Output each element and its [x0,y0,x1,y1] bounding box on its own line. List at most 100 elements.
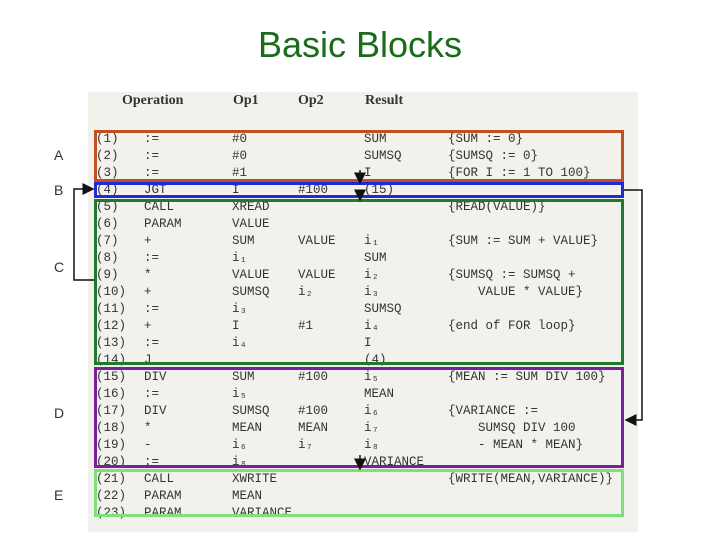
row-op1: #1 [232,166,248,180]
row-op2: i₂ [298,285,314,299]
row-number: (15) [96,370,127,384]
row-operation: + [144,234,152,248]
row-operation: PARAM [144,217,182,231]
row-number: (3) [96,166,119,180]
row-op1: i₄ [232,336,248,350]
row-number: (12) [96,319,127,333]
row-number: (6) [96,217,119,231]
row-operation: CALL [144,472,175,486]
row-op1: i₆ [232,438,248,452]
row-result: I [364,166,372,180]
row-result: i₆ [364,404,380,418]
row-number: (19) [96,438,127,452]
row-number: (8) [96,251,119,265]
row-op1: #0 [232,149,248,163]
row-comment: {READ(VALUE)} [448,200,546,214]
row-number: (5) [96,200,119,214]
row-comment: {WRITE(MEAN,VARIANCE)} [448,472,614,486]
row-result: SUM [364,132,387,146]
header-op2: Op2 [298,93,324,108]
header-result: Result [365,93,404,108]
block-label-d: D [54,405,65,421]
row-operation: PARAM [144,489,182,503]
row-result: i₁ [364,234,380,248]
block-label-a: A [54,147,64,163]
row-operation: := [144,387,160,401]
row-result: MEAN [364,387,395,401]
row-operation: DIV [144,370,167,384]
row-operation: J [144,353,152,367]
row-op1: MEAN [232,489,263,503]
row-number: (10) [96,285,127,299]
row-result: i₈ [364,438,380,452]
row-op1: XWRITE [232,472,278,486]
row-comment: {end of FOR loop} [448,319,576,333]
row-operation: + [144,285,152,299]
row-operation: * [144,268,152,282]
row-op2: #100 [298,183,329,197]
row-result: (15) [364,183,395,197]
arrow-b-to-d-jump [624,189,643,426]
row-number: (7) [96,234,119,248]
row-number: (18) [96,421,127,435]
block-label-e: E [54,487,64,503]
row-comment: {VARIANCE := [448,404,539,418]
row-operation: + [144,319,152,333]
row-number: (22) [96,489,127,503]
row-op1: SUM [232,370,255,384]
row-comment: SUMSQ DIV 100 [448,421,576,435]
block-e-box [94,469,624,517]
row-comment: {SUM := SUM + VALUE} [448,234,599,248]
row-result: i₅ [364,370,380,384]
row-comment: {FOR I := 1 TO 100} [448,166,591,180]
row-number: (13) [96,336,127,350]
row-op1: i₃ [232,302,248,316]
block-label-b: B [54,182,64,198]
row-result: SUMSQ [364,302,402,316]
row-operation: := [144,336,160,350]
row-operation: := [144,132,160,146]
row-comment: {SUMSQ := SUMSQ + [448,268,576,282]
row-op2: #1 [298,319,314,333]
row-result: i₇ [364,421,380,435]
row-comment: {SUMSQ := 0} [448,149,539,163]
row-op2: VALUE [298,268,336,282]
row-op1: MEAN [232,421,263,435]
header-operation: Operation [122,93,184,108]
row-operation: := [144,251,160,265]
row-result: i₄ [364,319,380,333]
row-number: (4) [96,183,119,197]
row-number: (2) [96,149,119,163]
row-operation: JGT [144,183,167,197]
row-op2: #100 [298,404,329,418]
row-op1: #0 [232,132,248,146]
block-label-c: C [54,259,65,275]
row-number: (1) [96,132,119,146]
row-op1: XREAD [232,200,270,214]
row-op1: I [232,319,240,333]
row-op1: I [232,183,240,197]
row-comment: - MEAN * MEAN} [448,438,584,452]
row-op1: VALUE [232,268,270,282]
row-operation: * [144,421,152,435]
row-result: SUM [364,251,387,265]
row-operation: := [144,302,160,316]
page-title: Basic Blocks [257,24,463,65]
row-number: (16) [96,387,127,401]
row-operation: := [144,149,160,163]
row-result: SUMSQ [364,149,402,163]
row-op2: VALUE [298,234,336,248]
row-result: I [364,336,372,350]
row-operation: - [144,438,152,452]
row-op1: SUMSQ [232,285,270,299]
row-comment: {MEAN := SUM DIV 100} [448,370,606,384]
header-op1: Op1 [233,93,259,108]
row-comment: VALUE * VALUE} [448,285,584,299]
row-operation: := [144,166,160,180]
row-op1: SUM [232,234,255,248]
row-operation: DIV [144,404,167,418]
row-number: (17) [96,404,127,418]
row-result: i₃ [364,285,380,299]
row-result: i₂ [364,268,380,282]
